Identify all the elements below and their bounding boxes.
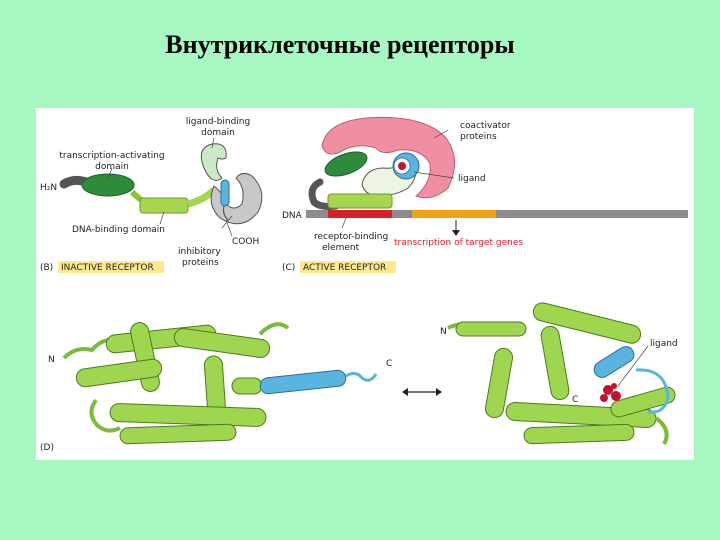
receptor-backbone	[308, 178, 340, 210]
transcription-label: transcription of target genes	[394, 238, 523, 248]
active-transcription-domain	[324, 151, 368, 177]
c-label-left: C	[386, 359, 392, 369]
caption-highlight	[300, 261, 396, 273]
rbe-label: receptor-binding	[314, 232, 388, 242]
c-label-right: C	[572, 395, 578, 405]
panel-d: N C N C	[40, 302, 678, 453]
leader-line	[617, 345, 649, 387]
dna-strand	[306, 210, 688, 218]
panel-b: ligand-binding domain transcription-acti…	[40, 117, 263, 273]
transcription-activating-domain	[81, 173, 135, 197]
transcription-activating-label: transcription-activating	[59, 151, 164, 161]
cooh-label: COOH	[232, 237, 259, 247]
rbe-label-2: element	[322, 243, 360, 253]
receptor-binding-element	[328, 210, 392, 218]
n-label-right: N	[440, 327, 447, 337]
panel-b-tag: (B)	[40, 263, 53, 273]
arrow-head	[452, 230, 460, 236]
receptor-diagram: ligand-binding domain transcription-acti…	[40, 116, 688, 453]
ligand-binding-domain	[200, 143, 227, 181]
panel-c: coactivator proteins ligand DNA receptor…	[282, 116, 688, 273]
leader-line	[341, 217, 347, 229]
ligand-molecule	[600, 383, 621, 402]
inhibitory-proteins	[210, 172, 263, 225]
panel-c-caption: ACTIVE RECEPTOR	[303, 263, 386, 273]
slide-title: Внутриклеточные рецепторы	[165, 30, 515, 59]
blue-helix-closed	[593, 346, 635, 378]
ligand-label-c: ligand	[458, 174, 486, 184]
double-arrow	[402, 388, 442, 396]
hinge	[187, 187, 217, 208]
transcription-activating-label-2: domain	[95, 162, 129, 172]
inhibitory-label: inhibitory	[178, 247, 221, 257]
inactive-structure	[62, 322, 378, 445]
active-dna-binding-domain	[327, 193, 393, 209]
leader-line	[433, 129, 449, 139]
leader-line	[413, 171, 455, 179]
dna-binding-label: DNA-binding domain	[72, 225, 165, 235]
coactivator-proteins	[321, 116, 455, 199]
ligand-dot	[398, 162, 406, 170]
leader-line	[211, 137, 215, 149]
inhibitory-label-2: proteins	[182, 258, 219, 268]
ligand-binding-label: ligand-binding	[186, 117, 250, 127]
caption-highlight	[58, 261, 164, 273]
blue-helix	[220, 179, 230, 207]
coactivator-label-2: proteins	[460, 132, 497, 142]
panel-c-tag: (C)	[282, 263, 295, 273]
ligand-binding-label-2: domain	[201, 128, 235, 138]
coactivator-label: coactivator	[460, 121, 511, 131]
leader-line	[225, 219, 233, 237]
leader-line	[159, 211, 165, 225]
blue-helix-open	[259, 369, 347, 395]
panel-d-tag: (D)	[40, 443, 54, 453]
panel-b-caption: INACTIVE RECEPTOR	[61, 263, 154, 273]
n-label-left: N	[48, 355, 55, 365]
target-genes	[412, 210, 496, 218]
cooh-tail	[222, 205, 229, 221]
h2n-label: H₂N	[40, 183, 57, 193]
dna-binding-domain	[139, 197, 189, 214]
receptor-figure: ligand-binding domain transcription-acti…	[36, 108, 694, 460]
dna-label: DNA	[282, 211, 303, 221]
active-structure	[447, 302, 676, 445]
ligand-label-d: ligand	[650, 339, 678, 349]
leader-line	[107, 167, 113, 179]
